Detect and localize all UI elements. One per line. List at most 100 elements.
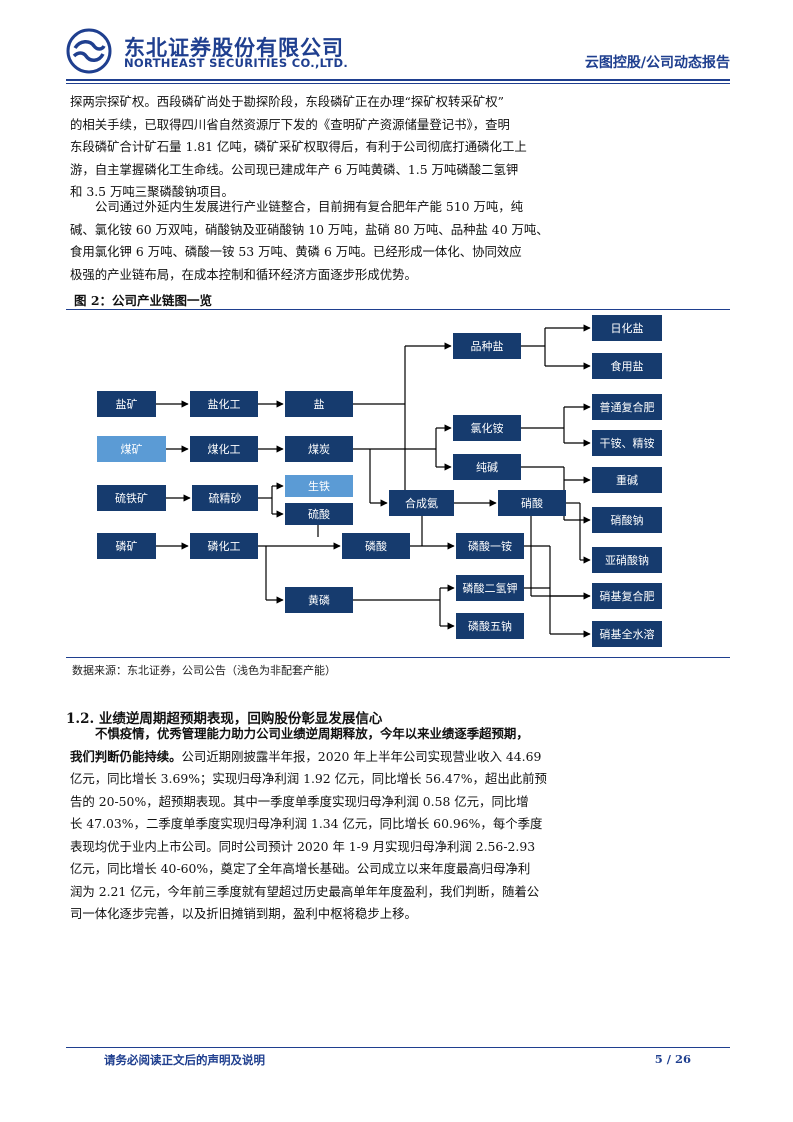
node-sodium-nitrite: 亚硝酸钠 [592, 547, 662, 573]
figure-rule-bottom [66, 657, 730, 658]
node-nitro-compound: 硝基复合肥 [592, 583, 662, 609]
company-name-cn: 东北证券股份有限公司 [124, 36, 344, 60]
figure-title: 图 2：公司产业链图一览 [74, 293, 213, 308]
node-nitro-water-soluble: 硝基全水溶 [592, 621, 662, 647]
node-label: 亚硝酸钠 [605, 553, 649, 567]
node-soda-ash: 纯碱 [453, 454, 521, 480]
text-line: 食用氯化钾 6 万吨、磷酸一铵 53 万吨、黄磷 6 万吨。已经形成一体化、协同… [70, 244, 522, 259]
node-label: 硫酸 [308, 507, 330, 521]
text-line-bold: 不惧疫情，优秀管理能力助力公司业绩逆周期释放，今年以来业绩逐季超预期， [95, 726, 529, 741]
footer-disclaimer: 请务必阅读正文后的声明及说明 [104, 1053, 265, 1067]
text-line: 探两宗探矿权。西段磷矿尚处于勘探阶段，东段磷矿正在办理“探矿权转采矿权” [70, 94, 504, 109]
section-heading: 1.2. 业绩逆周期超预期表现，回购股份彰显发展信心 [66, 711, 383, 727]
node-pig-iron: 生铁 [285, 475, 353, 497]
node-label: 日化盐 [611, 321, 644, 335]
company-logo-icon [66, 28, 112, 74]
text-line: 和 3.5 万吨三聚磷酸钠项目。 [70, 184, 234, 199]
node-coal-mine: 煤矿 [97, 436, 166, 462]
node-pyrite-mine: 硫铁矿 [97, 485, 166, 511]
node-sodium-nitrate: 硝酸钠 [592, 507, 662, 533]
text-line: 亿元，同比增长 40-60%，奠定了全年高增长基础。公司成立以来年度最高归母净利 [70, 861, 531, 876]
node-label: 盐矿 [116, 398, 138, 411]
node-label: 氯化铵 [471, 421, 504, 435]
page-header: 东北证券股份有限公司 NORTHEAST SECURITIES CO.,LTD.… [66, 24, 730, 76]
performance-paragraph: 不惧疫情，优秀管理能力助力公司业绩逆周期释放，今年以来业绩逐季超预期， 我们判断… [70, 723, 690, 926]
node-label: 煤矿 [121, 443, 143, 456]
text-line: 我们判断仍能持续。公司近期刚披露半年报，2020 年上半年公司实现营业收入 44… [70, 746, 690, 769]
industry-chain-paragraph: 公司通过外延内生发展进行产业链整合，目前拥有复合肥年产能 510 万吨，纯 碱、… [70, 196, 690, 286]
node-specialty-salt: 品种盐 [453, 333, 521, 359]
node-label: 磷酸一铵 [468, 539, 512, 553]
diagram-nodes: 盐矿 盐化工 盐 品种盐 日化盐 食用盐 煤矿 煤化工 煤炭 氯化铵 纯碱 普通… [97, 315, 662, 647]
node-daily-salt: 日化盐 [592, 315, 662, 341]
node-label: 硝基复合肥 [600, 589, 655, 603]
node-label: 食用盐 [611, 359, 644, 373]
node-label: 硫精砂 [209, 491, 242, 505]
node-phosphoric-acid: 磷酸 [342, 533, 410, 559]
node-sulfuric-acid: 硫酸 [285, 503, 353, 525]
text-line: 润为 2.21 亿元，今年前三季度就有望超过历史最高单年年度盈利，我们判断，随着… [70, 883, 540, 899]
figure-source: 数据来源：东北证券，公司公告（浅色为非配套产能） [72, 664, 336, 677]
node-mkp: 磷酸二氢钾 [456, 575, 524, 601]
header-rule-thin [66, 83, 730, 84]
text-line: 告的 20-50%，超预期表现。其中一季度单季度实现归母净利润 0.58 亿元，… [70, 793, 529, 809]
node-map: 磷酸一铵 [456, 533, 524, 559]
connector-lines [156, 324, 591, 638]
node-label: 生铁 [308, 479, 330, 493]
node-nitric-acid: 硝酸 [498, 490, 566, 516]
node-label: 干铵、精铵 [600, 436, 655, 450]
node-label: 重碱 [616, 473, 638, 487]
text-line: 东段磷矿合计矿石量 1.81 亿吨，磷矿采矿权取得后，有利于公司彻底打通磷化工上 [70, 139, 527, 154]
text-bold: 我们判断仍能持续。 [70, 748, 182, 764]
figure-rule-top [66, 309, 730, 310]
text-line: 长 47.03%，二季度单季度实现归母净利润 1.34 亿元，同比增长 60.9… [70, 816, 543, 831]
node-stpp: 磷酸五钠 [456, 613, 524, 639]
node-coal: 煤炭 [285, 436, 353, 462]
node-label: 磷酸 [365, 539, 387, 553]
text-line: 碱、氯化铵 60 万双吨，硝酸钠及亚硝酸钠 10 万吨，盐硝 80 万吨、品种盐… [70, 221, 549, 237]
node-label: 磷酸二氢钾 [463, 581, 518, 595]
node-label: 煤炭 [308, 443, 330, 456]
header-rule [66, 79, 730, 81]
text-line: 公司通过外延内生发展进行产业链整合，目前拥有复合肥年产能 510 万吨，纯 [95, 199, 524, 214]
node-dry-ammonium: 干铵、精铵 [592, 430, 662, 456]
node-phosphate-mine: 磷矿 [97, 533, 156, 559]
node-label: 合成氨 [405, 496, 438, 510]
node-salt-mine: 盐矿 [97, 391, 156, 417]
node-label: 煤化工 [208, 442, 241, 456]
node-salt: 盐 [285, 391, 353, 417]
text-line: 表现均优于业内上市公司。同时公司预计 2020 年 1-9 月实现归母净利润 2… [70, 838, 536, 854]
node-ammonium-chloride: 氯化铵 [453, 415, 521, 441]
node-label: 盐化工 [208, 397, 241, 411]
text-line: 司一体化逐步完善，以及折旧摊销到期，盈利中枢将稳步上移。 [70, 906, 417, 921]
report-type: 云图控股/公司动态报告 [584, 55, 730, 71]
node-label: 普通复合肥 [600, 400, 655, 414]
node-phosphate-chemical: 磷化工 [190, 533, 258, 559]
node-salt-chemical: 盐化工 [190, 391, 258, 417]
node-synthetic-ammonia: 合成氨 [389, 490, 454, 516]
text-line: 的相关手续，已取得四川省自然资源厅下发的《查明矿产资源储量登记书》，查明 [70, 116, 510, 132]
node-label: 纯碱 [476, 461, 498, 474]
node-label: 硝酸钠 [611, 513, 644, 527]
node-label: 硝基全水溶 [600, 627, 655, 641]
intro-paragraph: 探两宗探矿权。西段磷矿尚处于勘探阶段，东段磷矿正在办理“探矿权转采矿权” 的相关… [70, 91, 690, 204]
company-name-en: NORTHEAST SECURITIES CO.,LTD. [124, 56, 348, 70]
node-label: 磷化工 [208, 539, 241, 553]
node-label: 硫铁矿 [115, 491, 148, 505]
text-span: 公司近期刚披露半年报，2020 年上半年公司实现营业收入 44.69 [181, 748, 542, 764]
text-line: 游，自主掌握磷化工生命线。公司现已建成年产 6 万吨黄磷、1.5 万吨磷酸二氢钾 [70, 161, 519, 177]
footer-rule [66, 1047, 730, 1048]
node-yellow-phosphorus: 黄磷 [285, 587, 353, 613]
node-heavy-soda: 重碱 [592, 467, 662, 493]
node-coal-chemical: 煤化工 [190, 436, 258, 462]
node-compound-fertilizer: 普通复合肥 [592, 394, 662, 420]
node-label: 黄磷 [308, 593, 330, 607]
node-label: 磷矿 [116, 540, 138, 553]
node-label: 硝酸 [521, 496, 543, 510]
node-label: 磷酸五钠 [468, 619, 512, 633]
page-number: 5 / 26 [654, 1052, 691, 1066]
node-label: 盐 [314, 398, 325, 411]
node-sulfur-concentrate: 硫精砂 [192, 485, 258, 511]
text-line: 亿元，同比增长 3.69%；实现归母净利润 1.92 亿元，同比增长 56.47… [70, 771, 547, 786]
